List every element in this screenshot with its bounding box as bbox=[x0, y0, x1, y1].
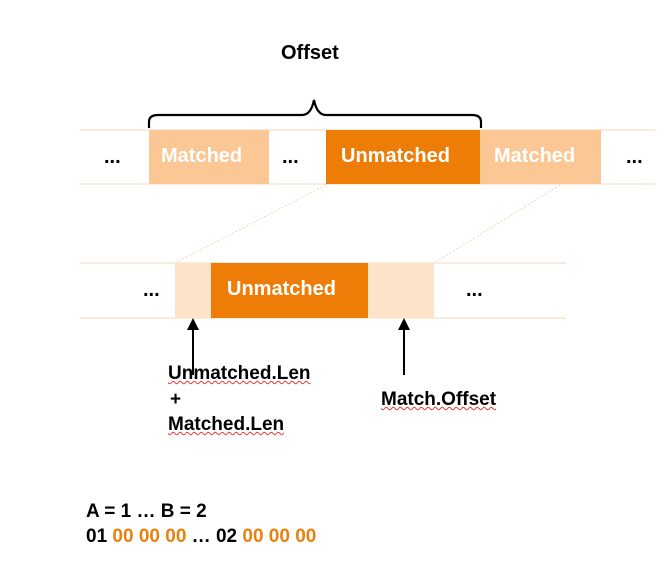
encoding-byte-b: … 02 bbox=[186, 526, 243, 547]
encoding-line-2: 01 00 00 00 … 02 00 00 00 bbox=[86, 526, 316, 548]
matched-len-label: Matched.Len bbox=[168, 414, 285, 435]
arrowhead-left bbox=[187, 318, 199, 330]
encoding-line-1: A = 1 … B = 2 bbox=[86, 501, 207, 522]
top-matched-block-2 bbox=[480, 130, 601, 184]
bottom-ellipsis-2: ... bbox=[466, 279, 483, 301]
bottom-unmatched-label: Unmatched bbox=[227, 278, 336, 300]
encoding-zero-bytes-b: 00 00 00 bbox=[242, 526, 317, 547]
bottom-ellipsis-1: ... bbox=[143, 279, 160, 301]
offset-brace bbox=[147, 99, 483, 128]
top-ellipsis-2: ... bbox=[282, 146, 299, 168]
offset-label: Offset bbox=[281, 42, 339, 64]
plus-label: + bbox=[170, 389, 182, 410]
arrowhead-right bbox=[398, 318, 410, 330]
zoom-guide-left bbox=[174, 184, 327, 264]
top-matched-block-1 bbox=[149, 130, 269, 184]
top-matched-label-1: Matched bbox=[161, 145, 243, 167]
zoom-guide-right bbox=[433, 184, 561, 264]
bottom-light-block-2 bbox=[368, 263, 434, 318]
match-offset-label: Match.Offset bbox=[381, 389, 497, 410]
top-ellipsis-3: ... bbox=[626, 146, 643, 168]
top-unmatched-label: Unmatched bbox=[341, 145, 450, 167]
unmatched-len-label: Unmatched.Len bbox=[168, 363, 311, 384]
encoding-zero-bytes-a: 00 00 00 bbox=[112, 526, 187, 547]
top-unmatched-block bbox=[326, 130, 480, 184]
bottom-light-block-1 bbox=[175, 263, 211, 318]
top-ellipsis-1: ... bbox=[104, 146, 121, 168]
bottom-unmatched-block bbox=[211, 263, 368, 318]
top-matched-label-2: Matched bbox=[494, 145, 576, 167]
encoding-byte-a: 01 bbox=[86, 526, 113, 547]
